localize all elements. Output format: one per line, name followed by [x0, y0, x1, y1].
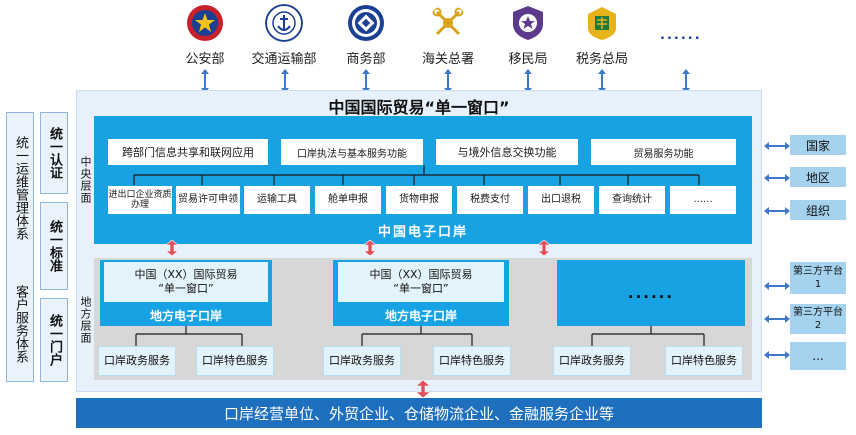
local-single-window-box: 中国（XX）国际贸易 “单一窗口” [104, 262, 268, 302]
service-box: 货物申报 [386, 186, 452, 214]
police-emblem-icon [187, 5, 223, 41]
tier-central-label: 中央层面 [79, 156, 92, 204]
agency-name: 公安部 [185, 52, 225, 67]
third-party-more: ... [790, 342, 846, 370]
agency-public-security: 公安部 [165, 4, 245, 70]
connector-arrow [524, 69, 532, 93]
stakeholders-bar: 口岸经营单位、外贸企业、仓储物流企业、金融服务企业等 [76, 398, 762, 428]
red-down-arrow-icon [416, 380, 430, 398]
local-service-box: 口岸特色服务 [433, 346, 511, 376]
connector-arrow [764, 174, 790, 182]
central-e-port-panel [94, 116, 752, 244]
service-box: 运输工具 [244, 186, 310, 214]
connector-arrow [764, 315, 790, 323]
function-box: 口岸执法与基本服务功能 [281, 139, 423, 165]
local-window-name: 中国（XX）国际贸易 [369, 268, 473, 281]
connector-arrow [201, 69, 209, 93]
red-double-arrow-icon [364, 240, 376, 256]
function-box: 跨部门信息共享和联网应用 [108, 139, 268, 165]
local-window-subtitle: “单一窗口” [393, 282, 449, 295]
connector-arrow [362, 69, 370, 93]
diagram-title: 中国国际贸易“单一窗口” [328, 98, 510, 117]
local-service-box: 口岸特色服务 [665, 346, 743, 376]
local-window-name: 中国（XX）国际贸易 [134, 268, 238, 281]
local-more-panel: ...... [557, 260, 745, 326]
commerce-emblem-icon [348, 5, 384, 41]
red-double-arrow-icon [166, 240, 178, 256]
external-country-tag: 国家 [790, 135, 846, 155]
external-organization-tag: 组织 [790, 200, 846, 220]
tax-emblem-icon [588, 7, 616, 40]
local-service-box: 口岸政务服务 [98, 346, 176, 376]
customs-key-icon [432, 7, 464, 36]
unified-portal-box: 统一门户 [40, 298, 68, 382]
left-systems-box [6, 112, 34, 382]
unified-auth-box: 统一认证 [40, 112, 68, 194]
agency-name: 海关总署 [421, 52, 474, 67]
service-box: 查询统计 [599, 186, 665, 214]
unified-standard-box: 统一标准 [40, 202, 68, 290]
local-service-box: 口岸特色服务 [196, 346, 274, 376]
function-box: 贸易服务功能 [591, 139, 736, 165]
local-service-box: 口岸政务服务 [553, 346, 631, 376]
connector-arrow [444, 69, 452, 93]
central-e-port-title: 中国电子口岸 [377, 224, 468, 240]
red-double-arrow-icon [538, 240, 550, 256]
third-party-platform-2: 第三方平台2 [790, 304, 846, 334]
third-party-platform-1: 第三方平台1 [790, 262, 846, 294]
service-box: 进出口企业资质办理 [108, 186, 172, 214]
agency-name: 商务部 [346, 52, 386, 67]
local-service-box: 口岸政务服务 [323, 346, 401, 376]
connector-arrow [281, 69, 289, 93]
connector-arrow [764, 142, 790, 150]
service-tree-connectors [133, 165, 700, 185]
ops-management-system-label: 统一运维管理体系 [13, 136, 28, 240]
connector-arrow [764, 207, 790, 215]
local-tree-connectors [135, 326, 705, 346]
agency-name: 移民局 [508, 52, 548, 67]
agencies-more: ...... [660, 28, 702, 43]
connector-arrow [764, 351, 790, 359]
connector-arrow [598, 69, 606, 93]
local-e-port-title: 地方电子口岸 [149, 308, 222, 323]
local-window-subtitle: “单一窗口” [158, 282, 214, 295]
agency-customs: 海关总署 [408, 4, 488, 70]
maritime-emblem-icon [265, 4, 303, 42]
local-e-port-title: 地方电子口岸 [384, 308, 457, 323]
immigration-emblem-icon [513, 6, 543, 40]
connector-arrow [764, 282, 790, 290]
tier-local-label: 地方层面 [79, 296, 92, 344]
external-region-tag: 地区 [790, 167, 846, 187]
service-box: ...... [670, 186, 736, 214]
function-box: 与境外信息交换功能 [436, 139, 578, 165]
agency-transport: 交通运输部 [244, 4, 324, 70]
service-box: 舱单申报 [315, 186, 381, 214]
agency-commerce: 商务部 [326, 4, 406, 70]
agency-name: 交通运输部 [251, 52, 317, 67]
service-box: 贸易许可申领 [176, 186, 240, 214]
local-single-window-box: 中国（XX）国际贸易 “单一窗口” [338, 262, 504, 302]
service-box: 出口退税 [528, 186, 594, 214]
agency-name: 税务总局 [575, 52, 628, 67]
customer-service-system-label: 客户服务体系 [13, 285, 28, 363]
agency-immigration: 移民局 [488, 4, 568, 70]
agency-tax: 税务总局 [562, 4, 642, 70]
connector-arrow [682, 69, 690, 93]
service-box: 税费支付 [457, 186, 523, 214]
